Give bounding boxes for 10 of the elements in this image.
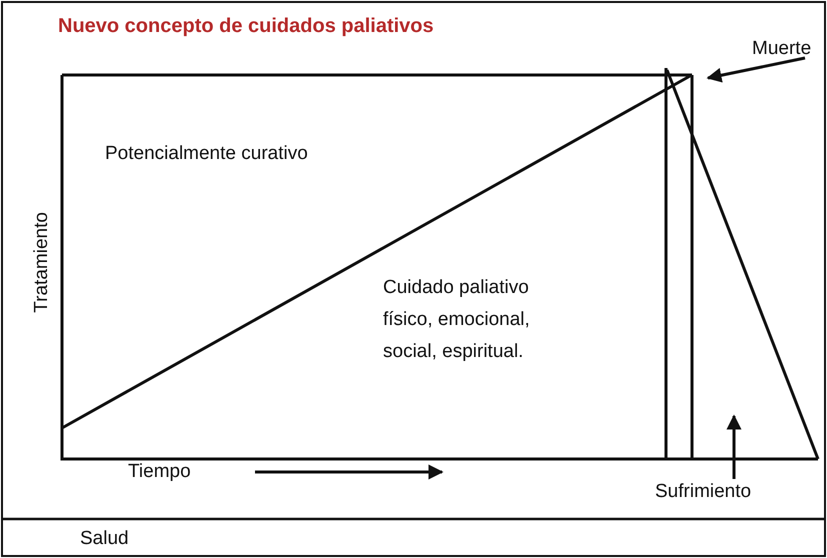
diagram-title: Nuevo concepto de cuidados paliativos: [58, 14, 434, 38]
axis-label: Tratamiento: [30, 212, 52, 312]
region-label: Potencialmente curativo: [105, 143, 308, 166]
region-label: Cuidado paliativo físico, emocional, social, espiritual.: [383, 276, 531, 364]
leader-arrow: [726, 414, 742, 479]
node-label: Sufrimiento: [655, 481, 752, 504]
row-label: Salud: [80, 528, 129, 551]
axis-label: Tiempo: [128, 461, 191, 484]
node-label: Muerte: [752, 38, 812, 61]
leader-arrow: [706, 56, 806, 83]
